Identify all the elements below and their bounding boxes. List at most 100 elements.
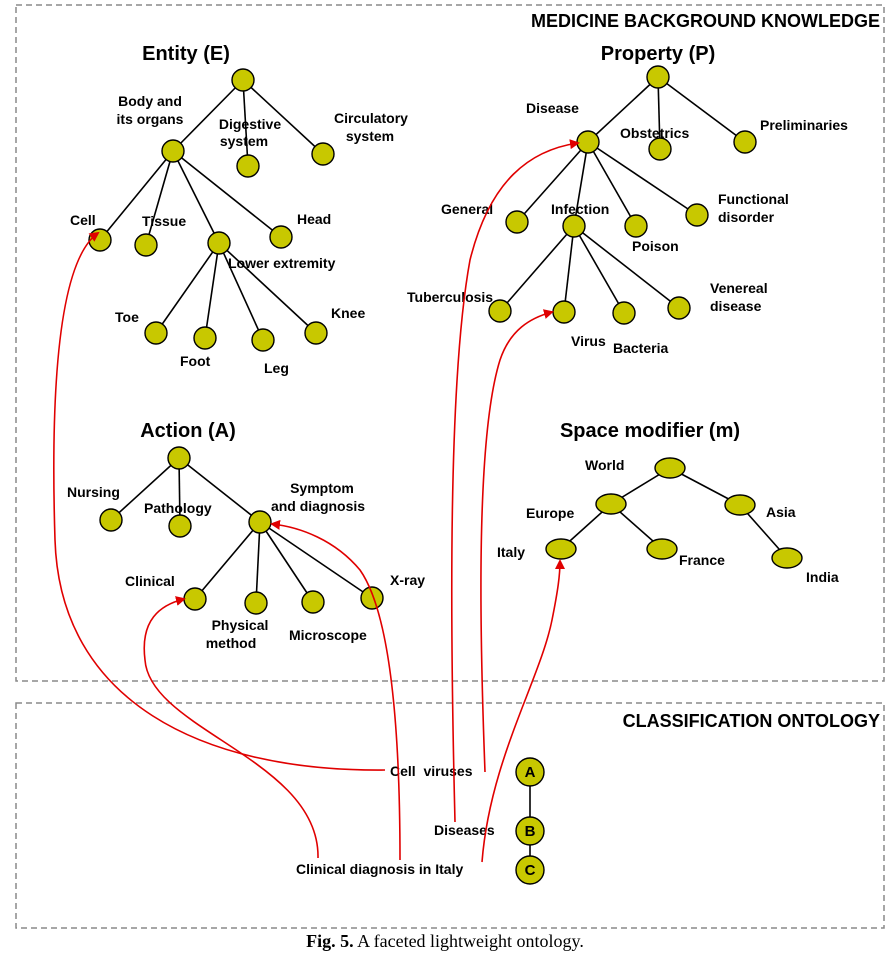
entity-body-node xyxy=(161,139,185,163)
space-asia-label: Asia xyxy=(766,504,796,520)
action-pathology-node xyxy=(168,514,192,538)
action-symptom-node xyxy=(248,510,272,534)
arrow-virus xyxy=(480,309,554,773)
classification-node-a xyxy=(515,757,545,787)
action-clinical-node xyxy=(183,587,207,611)
property-bacteria-node xyxy=(612,301,636,325)
space-france-label: France xyxy=(679,552,725,568)
caption-label: Fig. 5. xyxy=(306,931,354,951)
action-clinical-label: Clinical xyxy=(125,573,175,589)
property-root-node xyxy=(646,65,670,89)
entity-toe-label: Toe xyxy=(115,309,139,325)
background-knowledge-header: MEDICINE BACKGROUND KNOWLEDGE xyxy=(531,11,880,31)
action-microscope-label: Microscope xyxy=(289,627,367,643)
entity-knee-node xyxy=(304,321,328,345)
entity-cell-label: Cell xyxy=(70,212,96,228)
space-asia-node xyxy=(724,494,756,516)
classification-ontology-header: CLASSIFICATION ONTOLOGY xyxy=(623,711,880,731)
classification-node-b xyxy=(515,816,545,846)
property-general-label: General xyxy=(441,201,493,217)
property-obstetrics-label: Obstetrics xyxy=(620,125,689,141)
arrow-cell xyxy=(53,231,386,771)
classification-cell-viruses-label: Cell viruses xyxy=(390,763,473,779)
classification-node-b-letter: B xyxy=(525,823,536,840)
property-general-node xyxy=(505,210,529,234)
entity-cell-node xyxy=(88,228,112,252)
entity-leg-label: Leg xyxy=(264,360,289,376)
action-xray-label: X-ray xyxy=(390,572,425,588)
space-europe-label: Europe xyxy=(526,505,574,521)
classification-node-a-letter: A xyxy=(525,764,536,781)
property-virus-label: Virus xyxy=(571,333,606,349)
arrow-symptom xyxy=(270,519,401,861)
action-microscope-node xyxy=(301,590,325,614)
property-venereal-node xyxy=(667,296,691,320)
space-title: Space modifier (m) xyxy=(560,420,740,442)
arrow-clinical xyxy=(143,596,319,859)
property-tuberculosis-label: Tuberculosis xyxy=(407,289,493,305)
action-title: Action (A) xyxy=(140,420,236,442)
entity-head-label: Head xyxy=(297,211,331,227)
property-infection-label: Infection xyxy=(551,201,609,217)
classification-node-c xyxy=(515,855,545,885)
action-xray-node xyxy=(360,586,384,610)
property-facet: Property (P) Disease Obstetrics Prelimin… xyxy=(407,43,848,356)
classification-facet: A B C Cell viruses Diseases Clinical dia… xyxy=(296,757,545,885)
entity-lower-label: Lower extremity xyxy=(228,255,336,271)
property-obstetrics-node xyxy=(648,137,672,161)
entity-head-node xyxy=(269,225,293,249)
entity-toe-node xyxy=(144,321,168,345)
classification-diseases-label: Diseases xyxy=(434,822,495,838)
space-france-node xyxy=(646,538,678,560)
mapping-arrows xyxy=(53,139,580,863)
property-bacteria-label: Bacteria xyxy=(613,340,668,356)
property-preliminaries-label: Preliminaries xyxy=(760,117,848,133)
property-poison-node xyxy=(624,214,648,238)
property-virus-node xyxy=(552,300,576,324)
entity-foot-node xyxy=(193,326,217,350)
action-nursing-node xyxy=(99,508,123,532)
background-knowledge-panel xyxy=(15,4,885,682)
property-infection-node xyxy=(562,214,586,238)
classification-ontology-panel xyxy=(15,702,885,929)
property-preliminaries-node xyxy=(733,130,757,154)
property-disease-label: Disease xyxy=(526,100,579,116)
arrow-italy xyxy=(481,559,565,863)
entity-knee-label: Knee xyxy=(331,305,365,321)
property-disease-node xyxy=(576,130,600,154)
property-tuberculosis-node xyxy=(488,299,512,323)
classification-node-c-letter: C xyxy=(525,862,536,879)
figure-caption: Fig. 5. A faceted lightweight ontology. xyxy=(306,931,584,951)
entity-foot-label: Foot xyxy=(180,353,211,369)
classification-clinical-italy-label: Clinical diagnosis in Italy xyxy=(296,861,463,877)
action-nursing-label: Nursing xyxy=(67,484,120,500)
entity-title: Entity (E) xyxy=(142,43,230,65)
entity-leg-node xyxy=(251,328,275,352)
action-pathology-label: Pathology xyxy=(144,500,212,516)
space-facet: Space modifier (m) World Europe Asia Ita… xyxy=(497,420,839,585)
entity-tissue-label: Tissue xyxy=(142,213,186,229)
arrow-disease xyxy=(450,139,580,823)
property-functional-node xyxy=(685,203,709,227)
entity-tissue-node xyxy=(134,233,158,257)
space-italy-label: Italy xyxy=(497,544,525,560)
space-europe-node xyxy=(595,493,627,515)
action-root-node xyxy=(167,446,191,470)
property-poison-label: Poison xyxy=(632,238,679,254)
space-italy-node xyxy=(545,538,577,560)
entity-circulatory-node xyxy=(311,142,335,166)
action-physical-node xyxy=(244,591,268,615)
property-title: Property (P) xyxy=(601,43,715,65)
caption-text: A faceted lightweight ontology. xyxy=(354,931,584,951)
space-world-label: World xyxy=(585,457,624,473)
entity-digestive-node xyxy=(236,154,260,178)
